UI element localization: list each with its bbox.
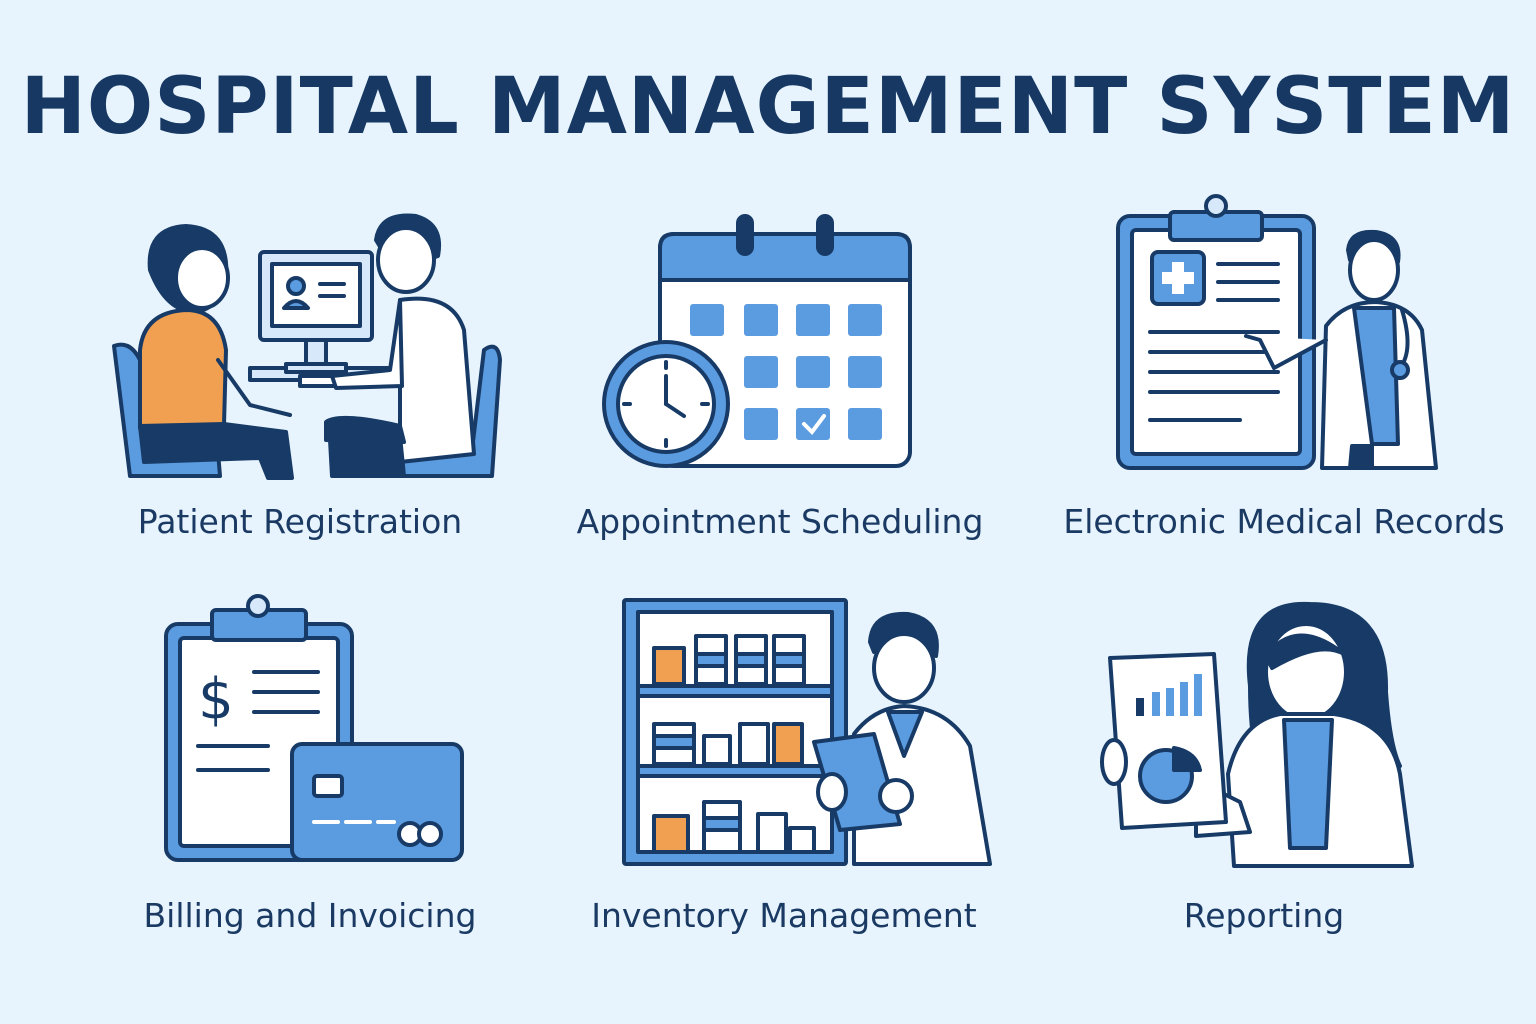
module-patient-registration	[100, 200, 520, 490]
module-inventory-management	[618, 596, 998, 870]
svg-text:$: $	[198, 667, 234, 732]
module-reporting	[1100, 596, 1430, 870]
module-label: Inventory Management	[591, 896, 977, 935]
patient-registration-icon	[112, 213, 502, 480]
module-label: Electronic Medical Records	[1063, 502, 1505, 541]
billing-icon: $	[164, 594, 464, 862]
module-label: Appointment Scheduling	[576, 502, 984, 541]
module-billing-and-invoicing: $	[158, 590, 468, 870]
reporting-icon	[1100, 601, 1414, 868]
calendar-clock-icon	[602, 214, 912, 468]
module-label: Patient Registration	[137, 502, 463, 541]
medical-records-icon	[1116, 194, 1438, 470]
inventory-icon	[622, 598, 992, 866]
module-label: Reporting	[1183, 896, 1345, 935]
page-title: HOSPITAL MANAGEMENT SYSTEM	[20, 62, 1516, 152]
module-appointment-scheduling	[600, 210, 920, 480]
module-electronic-medical-records	[1110, 190, 1470, 480]
module-label: Billing and Invoicing	[143, 896, 477, 935]
